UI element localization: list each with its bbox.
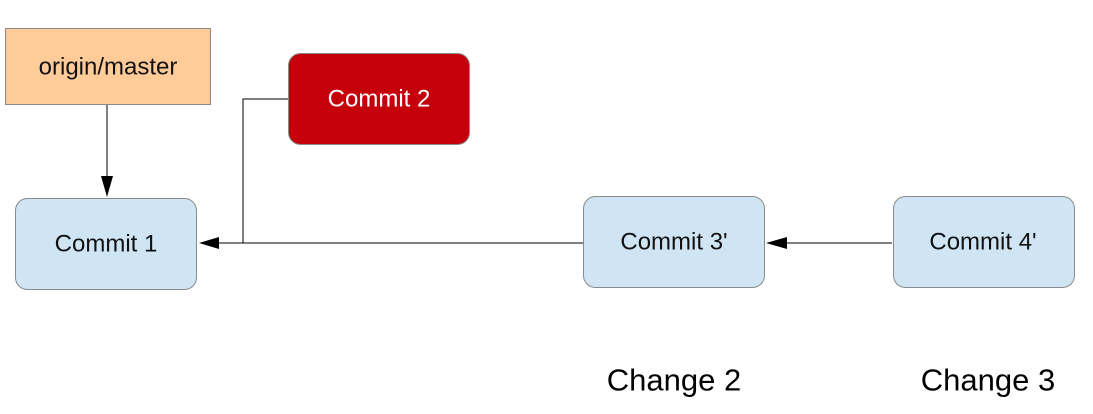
node-commit-3: Commit 3' bbox=[583, 196, 765, 288]
commit-2-label: Commit 2 bbox=[328, 86, 431, 113]
node-origin-master: origin/master bbox=[5, 28, 211, 105]
node-commit-2: Commit 2 bbox=[288, 53, 470, 145]
commit-1-label: Commit 1 bbox=[55, 231, 158, 258]
origin-master-label: origin/master bbox=[39, 54, 178, 81]
commit-4-box bbox=[893, 196, 1075, 288]
edge-commit-2-to-commit-1 bbox=[242, 98, 288, 243]
node-commit-1: Commit 1 bbox=[15, 198, 197, 290]
commit-2-box bbox=[288, 53, 470, 145]
commit-1-box bbox=[15, 198, 197, 290]
origin-master-box bbox=[5, 28, 211, 105]
arrowhead-down bbox=[101, 176, 113, 197]
arrowhead-left bbox=[199, 237, 219, 249]
caption-change-2: Change 2 bbox=[607, 363, 741, 398]
commit-3-box bbox=[583, 196, 765, 288]
caption-change-3: Change 3 bbox=[921, 363, 1055, 398]
arrowhead-left bbox=[766, 237, 787, 249]
edges bbox=[101, 98, 892, 249]
commit-3-label: Commit 3' bbox=[620, 229, 727, 256]
node-commit-4: Commit 4' bbox=[893, 196, 1075, 288]
commit-4-label: Commit 4' bbox=[929, 229, 1036, 256]
